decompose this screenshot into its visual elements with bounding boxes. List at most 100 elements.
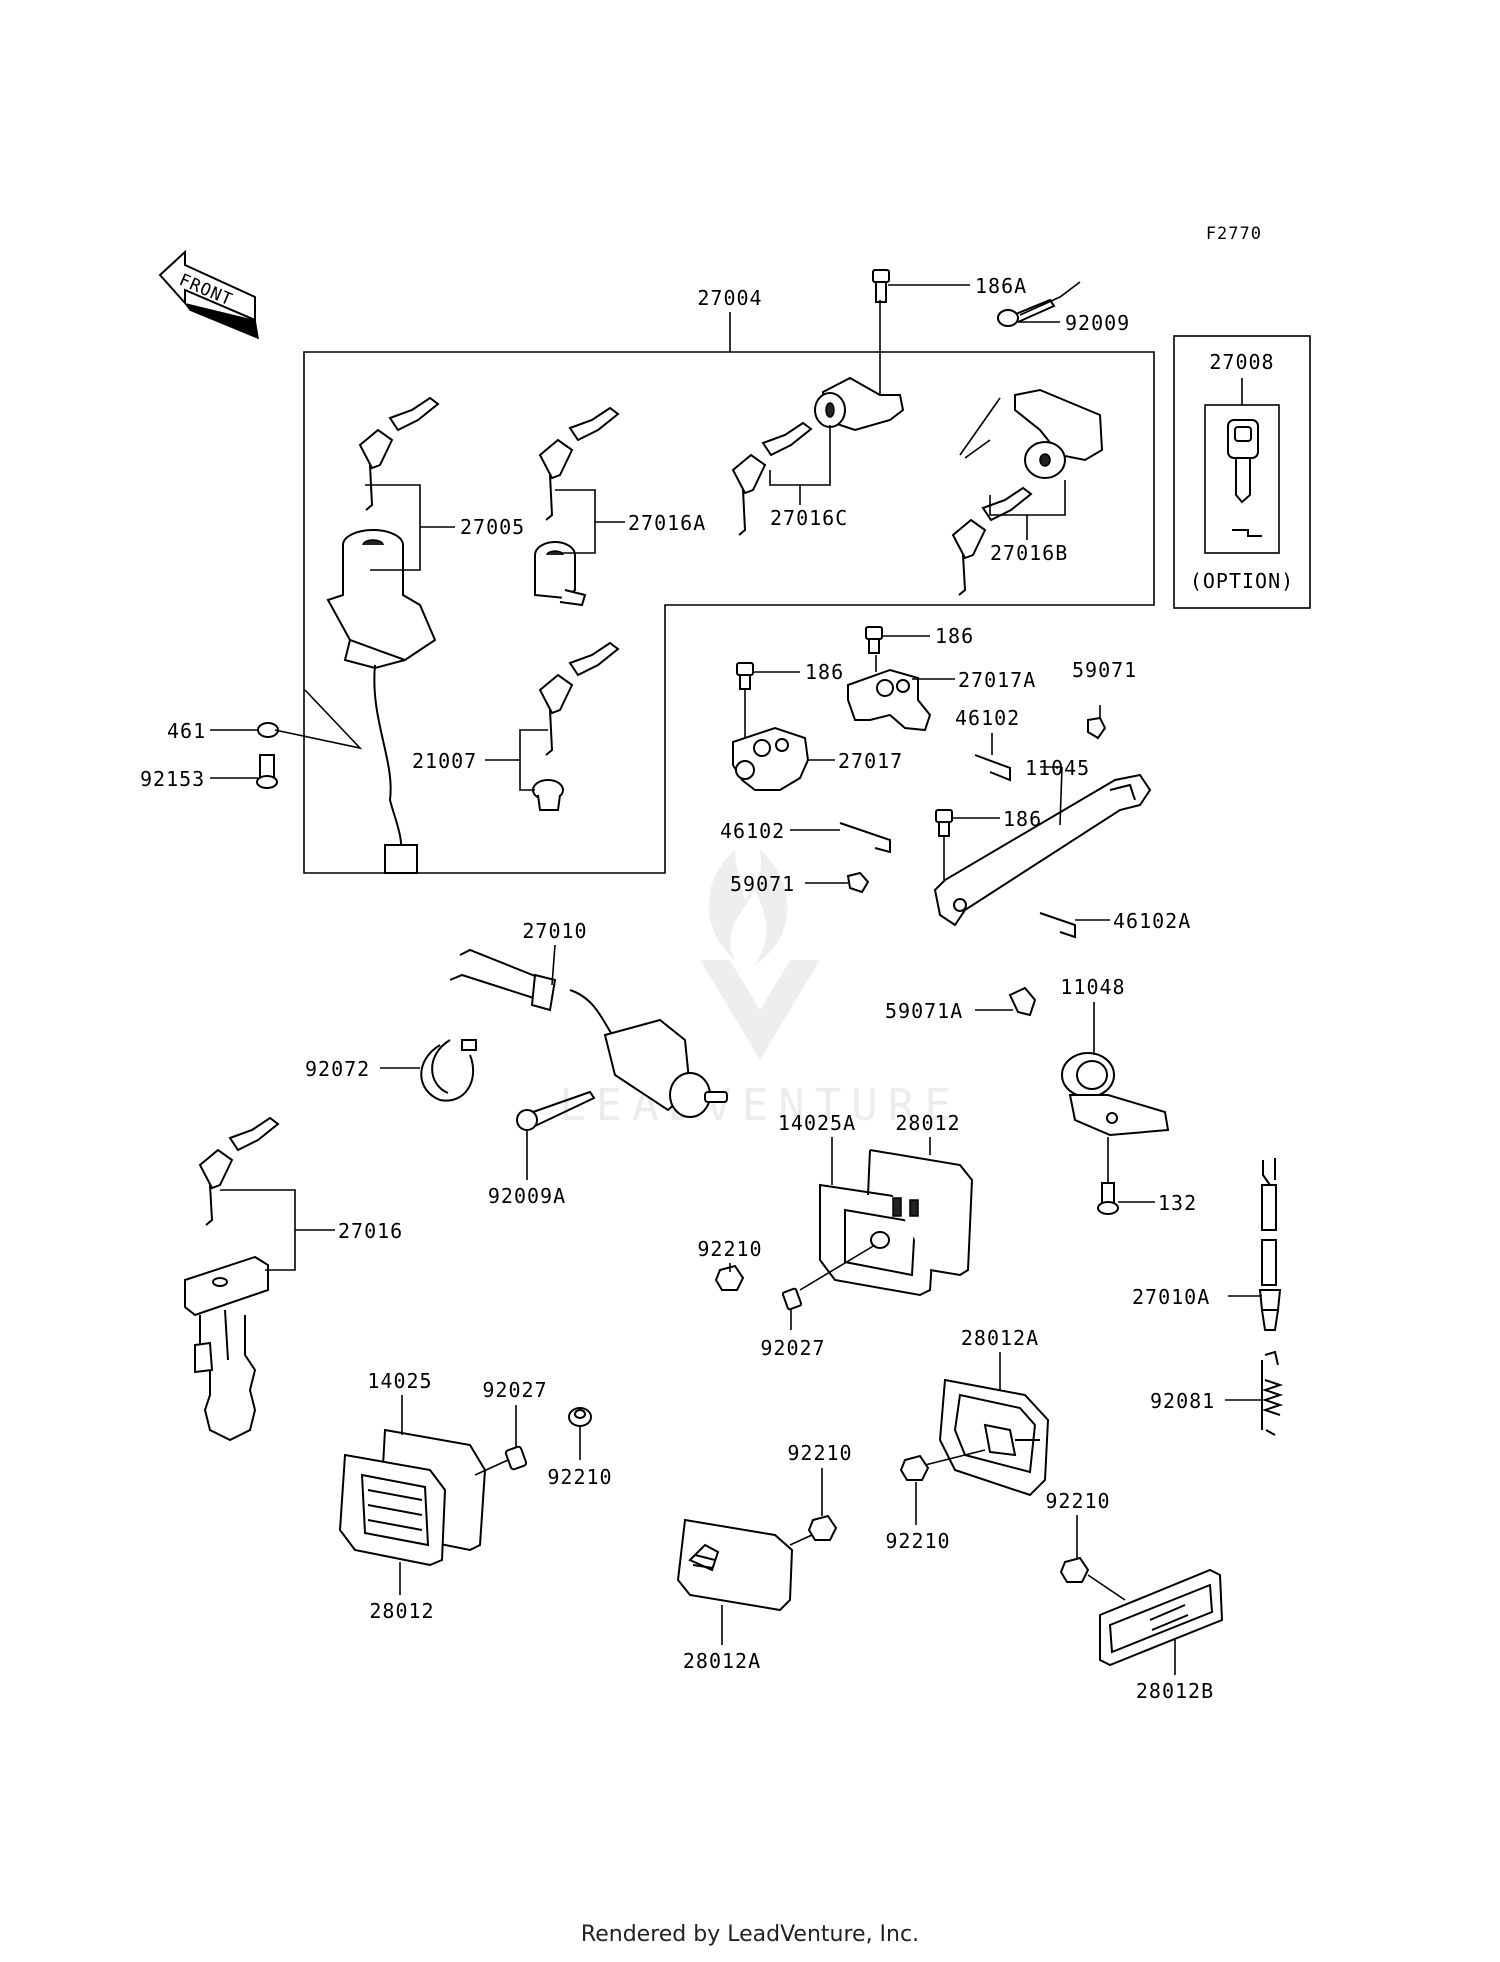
bracket-11048 [1061, 1052, 1170, 1137]
label-27016b: 27016B [990, 541, 1068, 565]
label-27010: 27010 [522, 919, 587, 943]
front-arrow-icon: FRONT [158, 249, 259, 340]
cable-tie-92072 [420, 1039, 477, 1102]
label-27004: 27004 [697, 286, 762, 310]
label-92210-c: 92210 [885, 1529, 950, 1553]
nut-92210-c [899, 1454, 930, 1481]
nut-92210-a [714, 1264, 745, 1291]
lock-27016c [814, 376, 905, 432]
screw-92009 [997, 298, 1056, 327]
switch-27010a [1258, 1158, 1282, 1331]
label-186-a: 186 [935, 624, 974, 648]
bolt-92153 [256, 754, 278, 789]
reflector-28012-a [867, 1149, 974, 1277]
label-28012-b: 28012 [369, 1599, 434, 1623]
label-28012a-a: 28012A [961, 1326, 1039, 1350]
label-option: (OPTION) [1190, 569, 1294, 593]
label-186-b: 186 [805, 660, 844, 684]
ignition-switch-27005 [326, 529, 437, 874]
watermark: LEADVENTURE [559, 850, 960, 1131]
label-59071a: 59071A [885, 999, 963, 1023]
label-27016a: 27016A [628, 511, 706, 535]
key-27016b-icon [951, 486, 1033, 596]
label-92072: 92072 [305, 1057, 370, 1081]
bolt-132 [1097, 1182, 1119, 1215]
bolt-186-c [935, 809, 953, 837]
option-key-icon [1227, 419, 1262, 537]
lock-27016b [1014, 388, 1104, 479]
label-92009: 92009 [1065, 311, 1130, 335]
footer-credit: Rendered by LeadVenture, Inc. [580, 1922, 920, 1947]
option-box [1173, 335, 1311, 609]
label-21007: 21007 [412, 749, 477, 773]
label-27016: 27016 [338, 1219, 403, 1243]
reflector-28012b [1099, 1568, 1224, 1667]
diagram-code: F2770 [1206, 224, 1262, 244]
label-46102-b: 46102 [720, 819, 785, 843]
reflector-28012-b [338, 1453, 447, 1567]
label-186-c: 186 [1003, 807, 1042, 831]
clip-59071-b [846, 871, 870, 894]
chain-lock-27016 [184, 1255, 269, 1442]
label-27010a: 27010A [1132, 1285, 1210, 1309]
pin-46102-a [974, 754, 1011, 782]
clamp-27017a [847, 668, 932, 732]
clamp-27017 [732, 726, 810, 791]
label-27008: 27008 [1209, 350, 1274, 374]
key-27016-icon [198, 1116, 280, 1226]
label-27016c: 27016C [770, 506, 848, 530]
label-92210-e: 92210 [1045, 1489, 1110, 1513]
watermark-text: LEADVENTURE [559, 1080, 960, 1131]
pin-46102-b [839, 822, 891, 854]
spring-92081 [1261, 1350, 1284, 1436]
label-92210-a: 92210 [697, 1237, 762, 1261]
label-11045: 11045 [1025, 756, 1090, 780]
clip-59071a [1008, 986, 1037, 1017]
collar-92027-b [504, 1445, 528, 1471]
label-92027-a: 92027 [760, 1336, 825, 1360]
label-92210-b: 92210 [547, 1465, 612, 1489]
label-14025: 14025 [367, 1369, 432, 1393]
nut-92210-d [807, 1514, 838, 1541]
label-92210-d: 92210 [787, 1441, 852, 1465]
lock-cylinder-21007 [532, 779, 564, 811]
lock-27016a [534, 541, 587, 607]
key-27016c-icon [731, 421, 813, 536]
label-132: 132 [1158, 1191, 1197, 1215]
label-28012b: 28012B [1136, 1679, 1214, 1703]
switch-27010 [449, 948, 728, 1118]
key-27005-icon [358, 396, 440, 511]
bolt-186a [872, 269, 890, 303]
nut-92210-b [568, 1407, 592, 1427]
label-27005: 27005 [460, 515, 525, 539]
key-27016a-icon [538, 406, 620, 521]
label-92027-b: 92027 [482, 1378, 547, 1402]
label-461: 461 [167, 719, 206, 743]
clip-59071-a [1087, 716, 1107, 740]
label-46102a: 46102A [1113, 909, 1191, 933]
collar-92027-a [781, 1287, 803, 1311]
pin-46102a [1039, 912, 1076, 939]
reflector-28012a-a [938, 1378, 1050, 1497]
bolt-186-a [865, 626, 883, 654]
label-27017a: 27017A [958, 668, 1036, 692]
label-92153: 92153 [140, 767, 205, 791]
label-92081: 92081 [1150, 1389, 1215, 1413]
bolt-186-b [736, 662, 754, 690]
label-186a: 186A [975, 274, 1027, 298]
label-59071-a: 59071 [1072, 658, 1137, 682]
reflector-28012a-b [676, 1518, 794, 1612]
bracket-11045 [933, 773, 1152, 927]
label-27017: 27017 [838, 749, 903, 773]
label-92009a: 92009A [488, 1184, 566, 1208]
label-28012-a: 28012 [895, 1111, 960, 1135]
group-27004-outline [303, 351, 1155, 874]
label-59071-b: 59071 [730, 872, 795, 896]
label-11048: 11048 [1060, 975, 1125, 999]
label-46102-a: 46102 [955, 706, 1020, 730]
label-28012a-b: 28012A [683, 1649, 761, 1673]
label-14025a: 14025A [778, 1111, 856, 1135]
key-21007-icon [538, 641, 620, 756]
nut-92210-e [1059, 1556, 1090, 1583]
